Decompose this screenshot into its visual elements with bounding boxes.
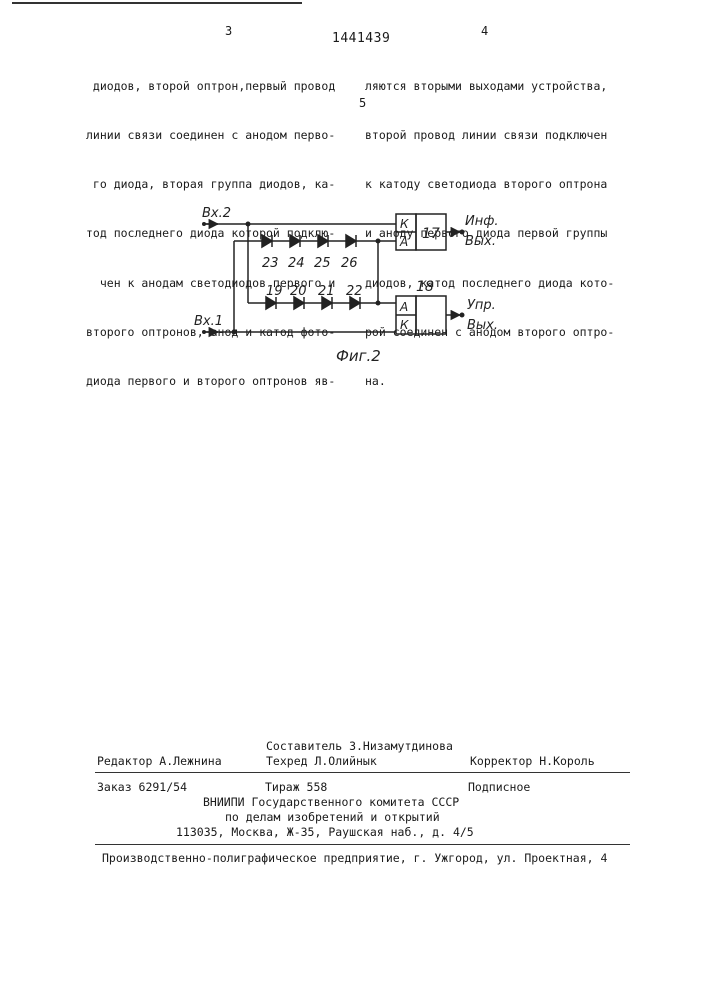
footer-circulation: Тираж 558: [265, 780, 327, 794]
footer-printer: Производственно-полиграфическое предприя…: [102, 851, 607, 865]
circuit-diagram: Вх.2 Вх.1 Инф. Вых. Упр. Вых. 17 18 К А …: [190, 195, 520, 370]
footer-rule: [95, 772, 630, 773]
page-number-right: 4: [481, 24, 488, 38]
diode-label: 26: [341, 256, 358, 271]
text-line: линии связи соединен с анодом перво-: [86, 127, 335, 143]
top-rule: [12, 2, 302, 4]
figure-caption: Фиг.2: [336, 347, 381, 365]
label-input-2: Вх.2: [202, 206, 231, 221]
text-line: диода первого и второго оптронов яв-: [86, 373, 335, 389]
diode-label: 19: [266, 284, 283, 299]
label-block-17: 17: [422, 226, 440, 242]
label-block-18: 18: [416, 279, 434, 295]
diode-label: 20: [290, 284, 307, 299]
footer-org-line2: по делам изобретений и открытий: [225, 810, 440, 824]
pin-18-k: К: [400, 318, 409, 332]
footer-org-address: 113035, Москва, Ж-35, Раушская наб., д. …: [176, 825, 474, 839]
label-output-ctrl: Упр.: [467, 298, 496, 313]
diode-label: 23: [262, 256, 279, 271]
label-output-info: Инф.: [465, 214, 498, 229]
footer-techred: Техред Л.Олийнык: [266, 754, 377, 768]
footer-corrector: Корректор Н.Король: [470, 754, 595, 768]
label-output-info-2: Вых.: [465, 234, 496, 249]
patent-number: 1441439: [332, 31, 390, 46]
pin-18-a: А: [399, 300, 408, 314]
footer-editor: Редактор А.Лежнина: [97, 754, 222, 768]
pin-17-a: А: [399, 235, 408, 249]
footer-subscription: Подписное: [468, 780, 530, 794]
text-line: второй провод линии связи подключен: [365, 127, 614, 143]
pin-17-k: К: [400, 217, 409, 231]
text-line: ляются вторыми выходами устройства,: [365, 78, 614, 94]
page-number-left: 3: [225, 24, 232, 38]
label-output-ctrl-2: Вых.: [467, 318, 498, 333]
text-line: диодов, второй оптрон,первый провод: [86, 78, 335, 94]
footer-org-line1: ВНИИПИ Государственного комитета СССР: [203, 795, 459, 809]
footer-order: Заказ 6291/54: [97, 780, 187, 794]
text-line: к катоду светодиода второго оптрона: [365, 176, 614, 192]
diode-label: 22: [346, 284, 363, 299]
diode-label: 24: [288, 256, 305, 271]
block-18: [416, 296, 446, 334]
footer-rule: [95, 844, 630, 845]
text-line: на.: [365, 373, 614, 389]
label-input-1: Вх.1: [194, 314, 223, 329]
diode-label: 21: [318, 284, 335, 299]
footer-compiler: Составитель З.Низамутдинова: [266, 739, 453, 753]
text-line: го диода, вторая группа диодов, ка-: [86, 176, 335, 192]
diode-label: 25: [314, 256, 331, 271]
